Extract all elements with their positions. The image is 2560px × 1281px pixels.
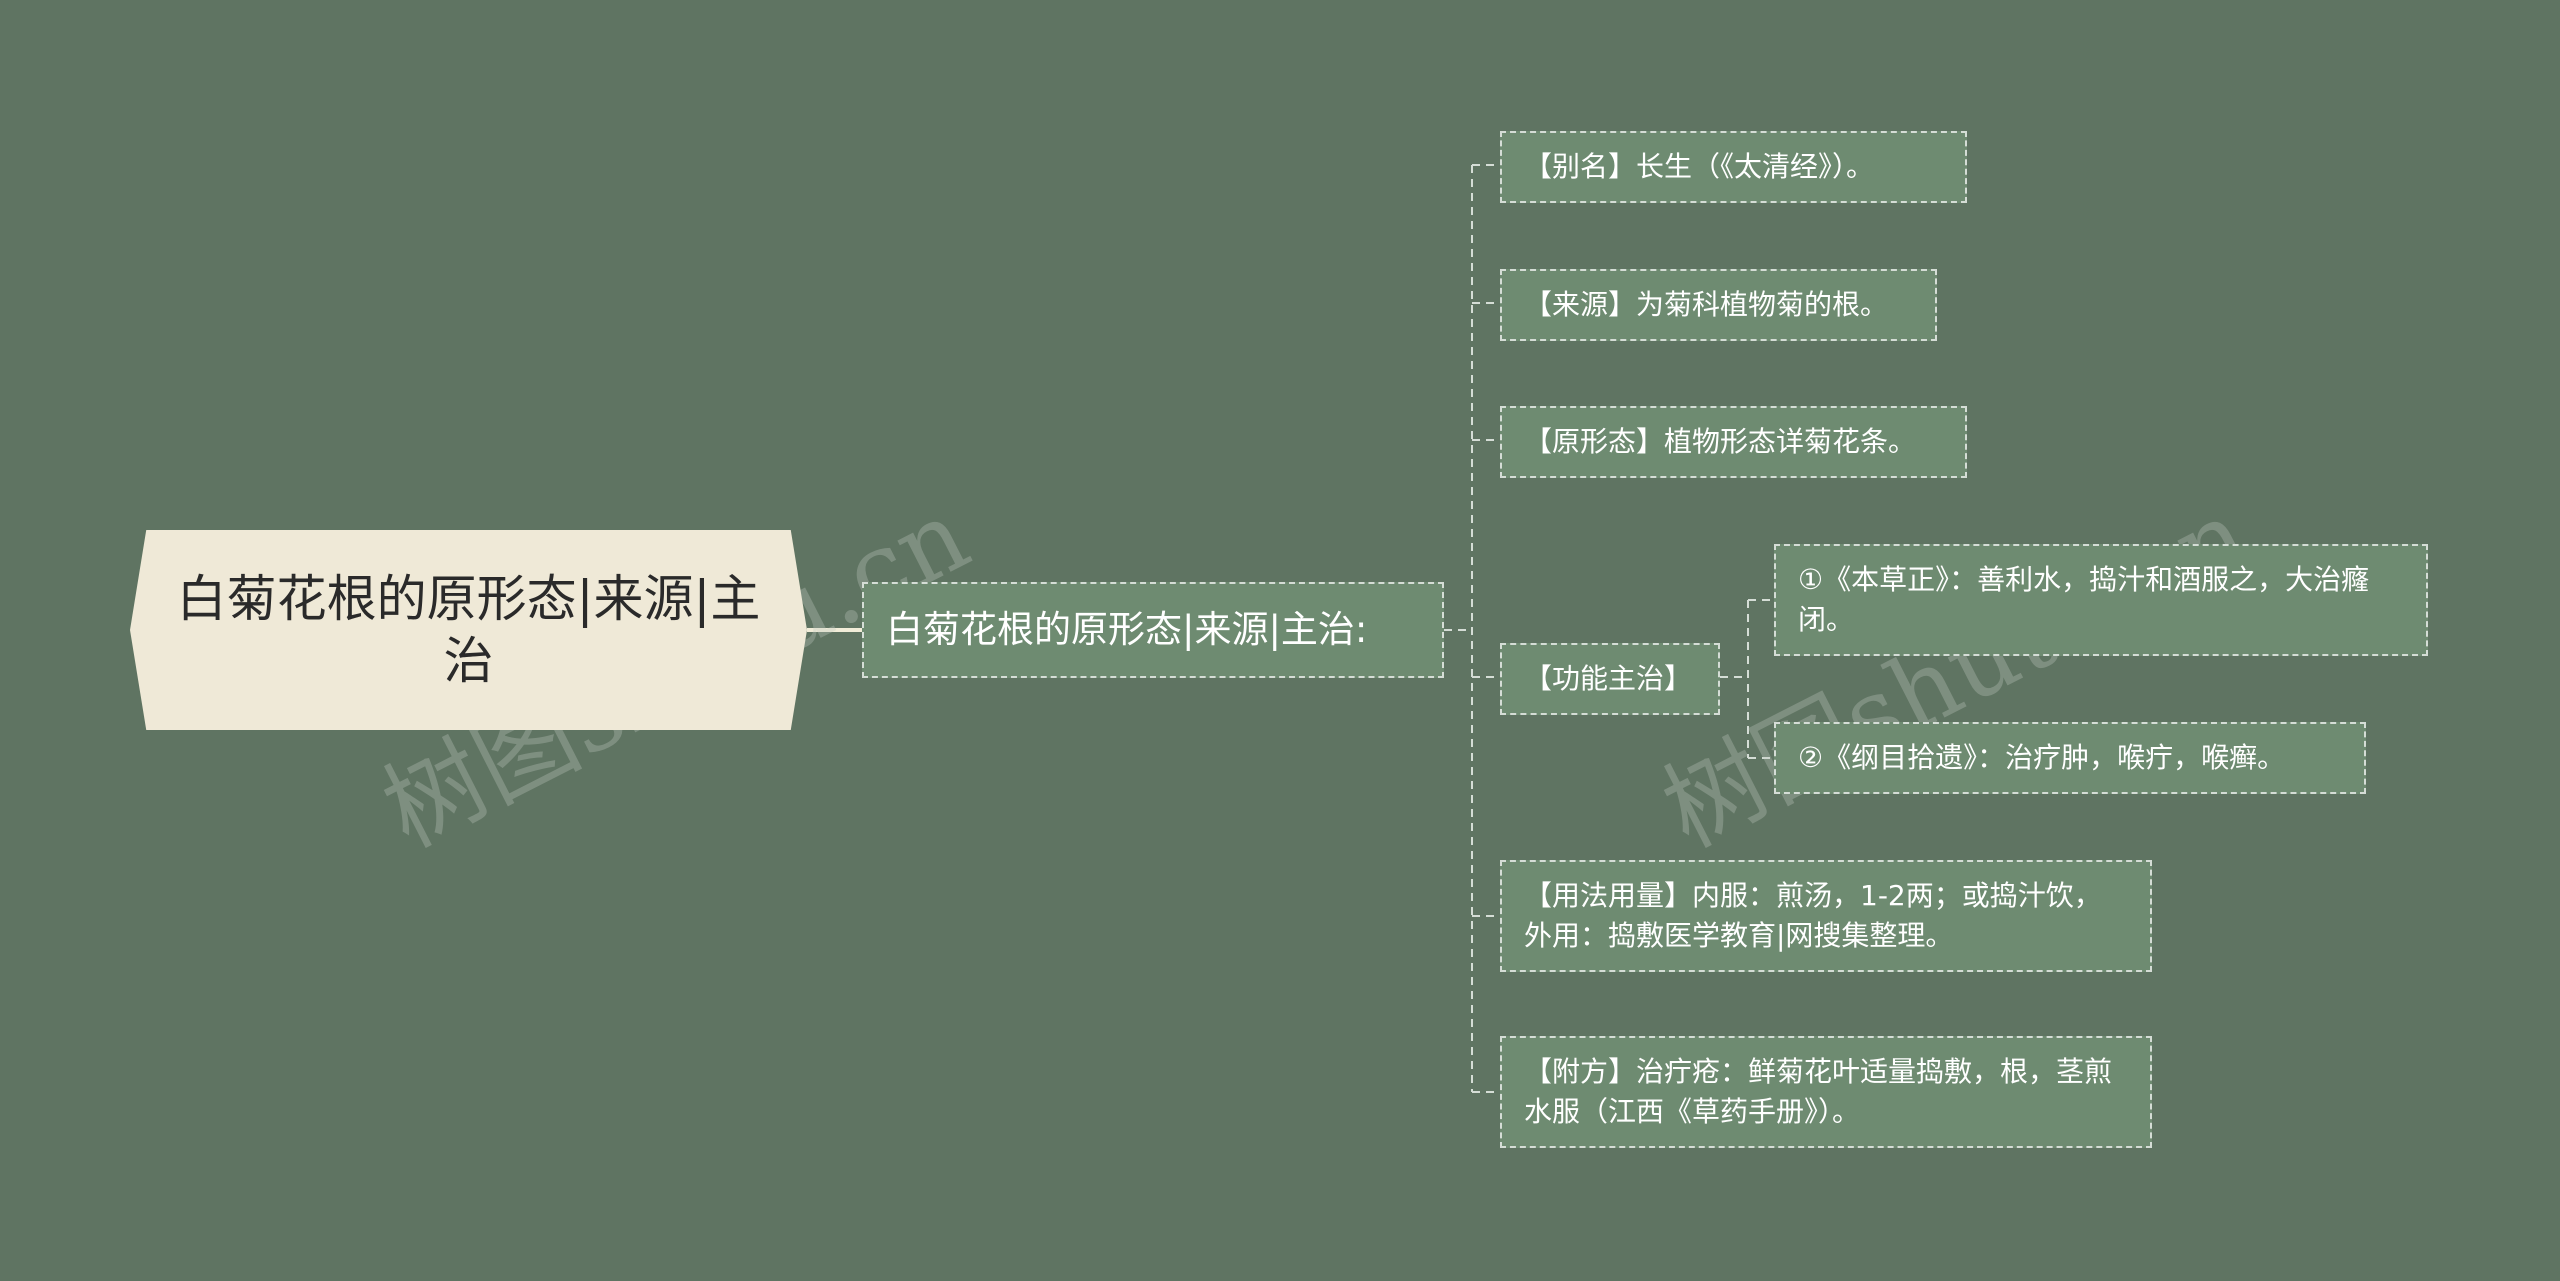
branch-label: 【别名】长生（《太清经》）。 (1524, 150, 1875, 183)
center-topic-node[interactable]: 白菊花根的原形态|来源|主治: (862, 582, 1444, 678)
branch-node-morphology[interactable]: 【原形态】植物形态详菊花条。 (1500, 406, 1967, 478)
branch-node-prescription[interactable]: 【附方】治疔疮：鲜菊花叶适量捣敷，根，茎煎水服（江西《草药手册》）。 (1500, 1036, 2152, 1148)
branch-node-dosage[interactable]: 【用法用量】内服：煎汤，1-2两；或捣汁饮，外用：捣敷医学教育|网搜集整理。 (1500, 860, 2152, 972)
branch-label: 【原形态】植物形态详菊花条。 (1524, 425, 1917, 458)
root-node-label: 白菊花根的原形态|来源|主治 (176, 570, 761, 690)
branch-label: 【用法用量】内服：煎汤，1-2两；或捣汁饮，外用：捣敷医学教育|网搜集整理。 (1524, 879, 2102, 952)
center-topic-label: 白菊花根的原形态|来源|主治: (886, 608, 1368, 651)
branch-node-indications[interactable]: 【功能主治】 (1500, 643, 1720, 715)
branch-label: 【功能主治】 (1524, 662, 1693, 695)
branch-node-source[interactable]: 【来源】为菊科植物菊的根。 (1500, 269, 1937, 341)
sub-node-gangmushiyi[interactable]: ②《纲目拾遗》：治疗肿，喉疔，喉癣。 (1774, 722, 2366, 794)
branch-label: 【附方】治疔疮：鲜菊花叶适量捣敷，根，茎煎水服（江西《草药手册》）。 (1524, 1055, 2113, 1128)
root-node[interactable]: 白菊花根的原形态|来源|主治 (130, 530, 807, 730)
sub-node-bencaozheng[interactable]: ①《本草正》：善利水，捣汁和酒服之，大治癃闭。 (1774, 544, 2428, 656)
branch-node-alias[interactable]: 【别名】长生（《太清经》）。 (1500, 131, 1967, 203)
sub-node-label: ①《本草正》：善利水，捣汁和酒服之，大治癃闭。 (1798, 563, 2370, 636)
sub-node-label: ②《纲目拾遗》：治疗肿，喉疔，喉癣。 (1798, 741, 2286, 774)
branch-label: 【来源】为菊科植物菊的根。 (1524, 288, 1889, 321)
